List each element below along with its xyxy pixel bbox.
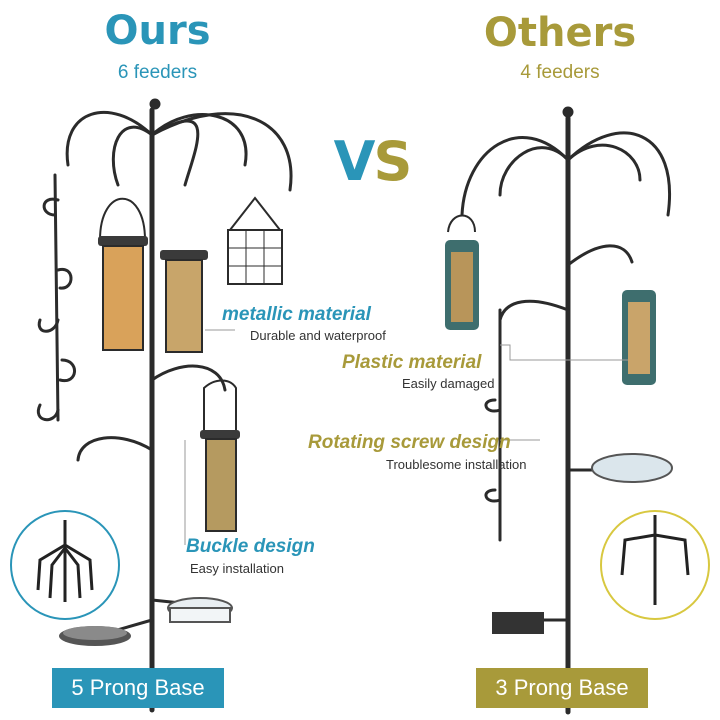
- ours-suet-cage: [227, 196, 283, 285]
- others-mesh-tray: [492, 612, 544, 634]
- ours-tube-feeder-3: [200, 379, 240, 532]
- ours-base-label: 5 Prong Base: [52, 668, 224, 708]
- others-3-prong-base-inset: [600, 510, 710, 620]
- others-title: Others: [483, 10, 637, 56]
- ours-feature-title-material: metallic material: [222, 304, 371, 325]
- callout-leaders: [184, 329, 628, 545]
- ours-5-prong-base-inset: [10, 510, 120, 620]
- ours-water-dish: [167, 597, 233, 623]
- ours-mesh-tray: [59, 626, 131, 646]
- ours-feature-subtitle-buckle: Easy installation: [190, 561, 284, 576]
- ours-feature-title-buckle: Buckle design: [186, 536, 315, 557]
- others-tube-feeder-1: [445, 214, 479, 330]
- others-water-dish: [591, 453, 673, 483]
- ours-feeder-pole: [36, 98, 293, 713]
- ours-title: Ours: [104, 8, 211, 54]
- others-base-label: 3 Prong Base: [476, 668, 648, 708]
- others-feeder-pole: [460, 106, 671, 715]
- others-tube-feeder-2: [622, 290, 656, 385]
- vs-label: VS: [322, 130, 422, 193]
- others-feature-subtitle-screw: Troublesome installation: [386, 457, 527, 472]
- others-feature-title-screw: Rotating screw design: [308, 432, 511, 453]
- ours-tube-feeder-1: [98, 197, 148, 351]
- others-feature-subtitle-material: Easily damaged: [402, 376, 495, 391]
- vs-letter-s: S: [373, 130, 412, 193]
- vs-letter-v: V: [333, 130, 376, 193]
- ours-tube-feeder-2: [160, 250, 208, 353]
- others-feeder-count: 4 feeders: [520, 62, 600, 83]
- ours-feature-subtitle-material: Durable and waterproof: [250, 328, 386, 343]
- ours-feeder-count: 6 feeders: [117, 62, 198, 83]
- others-feature-title-material: Plastic material: [342, 352, 482, 373]
